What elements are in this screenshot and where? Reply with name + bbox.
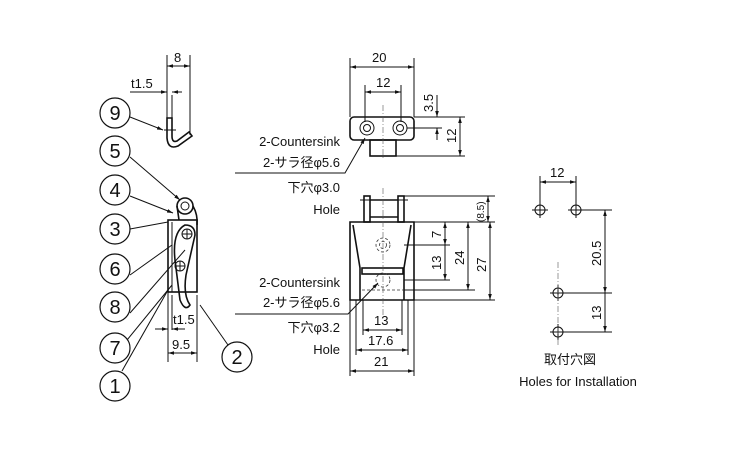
balloons: 9 5 4 3 6 8 7 1 2: [99, 97, 253, 402]
dim-17-6: 17.6: [368, 333, 393, 348]
dim-bottom-thickness: t1.5: [173, 312, 195, 327]
dim-hole-offset: 3.5: [421, 94, 436, 112]
installation-holes: 12 20.5 13 取付穴図 Holes for Installation: [519, 165, 637, 389]
balloon-5: 5: [109, 141, 120, 163]
balloon-9: 9: [109, 103, 120, 125]
dim-depth: 12: [444, 129, 459, 143]
callout2-hole-en: Hole: [313, 342, 340, 357]
top-view: 20 12 3.5 12 2-Countersink 2-サラ径φ5.6 下穴φ…: [235, 50, 465, 217]
callout-hole-en: Hole: [313, 202, 340, 217]
balloon-1: 1: [109, 376, 120, 398]
callout2-countersink-jp: 2-サラ径φ5.6: [263, 295, 340, 310]
dim-pitch-y1: 20.5: [589, 241, 604, 266]
balloon-3: 3: [109, 219, 120, 241]
side-view: 8 t1.5 t1.5 9.5: [99, 50, 253, 402]
callout-hole-jp: 下穴φ3.0: [287, 180, 340, 195]
dim-13-vertical: 13: [429, 256, 444, 270]
callout2-hole-jp: 下穴φ3.2: [287, 320, 340, 335]
callout-countersink-jp: 2-サラ径φ5.6: [263, 155, 340, 170]
dim-13-width: 13: [374, 313, 388, 328]
dim-overall-width: 20: [372, 50, 386, 65]
dim-hole-pitch: 12: [376, 75, 390, 90]
dim-27: 27: [474, 258, 489, 272]
front-view: (8.5) 7 13 24 27 13 17.6 21 2-Countersin…: [235, 188, 495, 376]
dim-24: 24: [452, 251, 467, 265]
dim-7: 7: [429, 231, 444, 238]
dim-top-thickness: t1.5: [131, 76, 153, 91]
dim-pitch-x: 12: [550, 165, 564, 180]
hook-part: 8 t1.5: [130, 50, 194, 148]
balloon-8: 8: [109, 297, 120, 319]
dim-top-width: 8: [174, 50, 181, 65]
leader-lines: [121, 116, 229, 372]
latch-assembly: t1.5 9.5: [155, 197, 198, 362]
dim-bottom-width: 9.5: [172, 337, 190, 352]
callout-countersink-en: 2-Countersink: [259, 134, 340, 149]
dim-hinge-height: (8.5): [476, 201, 487, 222]
installation-title-en: Holes for Installation: [519, 374, 637, 389]
hole-marks: [532, 202, 584, 345]
balloon-2: 2: [231, 347, 242, 369]
balloon-7: 7: [109, 338, 120, 360]
installation-title-jp: 取付穴図: [544, 352, 596, 367]
balloon-4: 4: [109, 180, 120, 202]
dim-21: 21: [374, 354, 388, 369]
dim-pitch-y2: 13: [589, 306, 604, 320]
callout2-countersink-en: 2-Countersink: [259, 275, 340, 290]
balloon-6: 6: [109, 259, 120, 281]
